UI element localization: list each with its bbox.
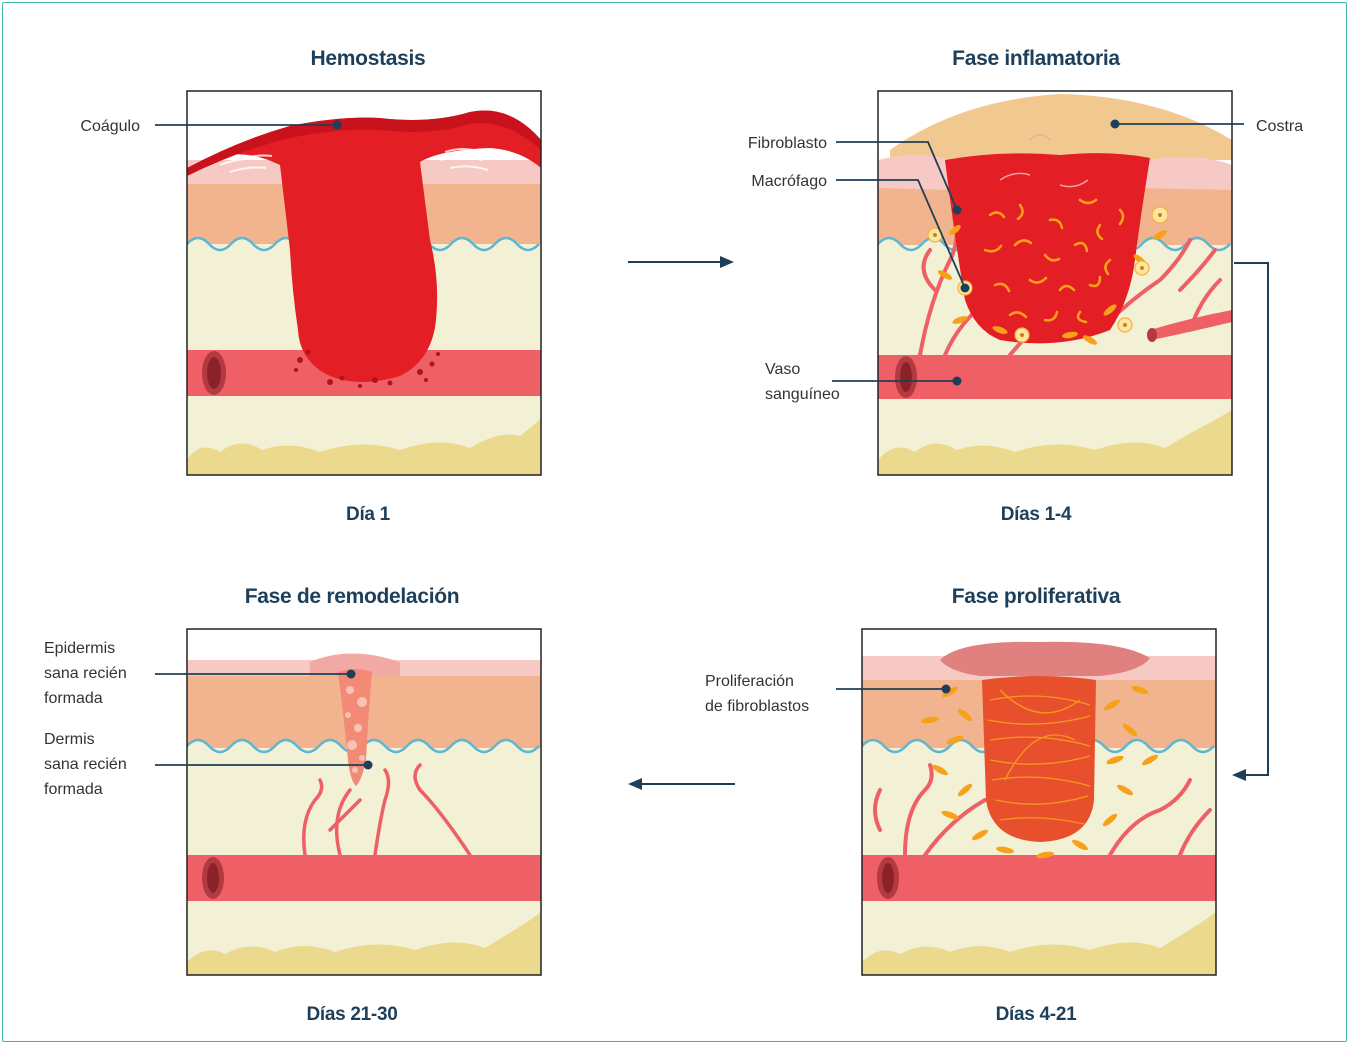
label-dermis-3: formada <box>44 781 103 798</box>
day-label: Día 1 <box>346 504 391 525</box>
label-scab: Costra <box>1256 118 1303 135</box>
arrow-proliferative-to-remodeling <box>628 778 735 790</box>
panel-inflammatory: Fase inflamatoria <box>748 47 1303 525</box>
panel-remodeling: Fase de remodelación <box>44 585 541 1025</box>
label-dermis: Dermis <box>44 731 95 748</box>
label-dermis-2: sana recién <box>44 756 127 773</box>
label-macrophage: Macrófago <box>751 173 827 190</box>
day-label: Días 21-30 <box>306 1004 397 1025</box>
label-epidermis: Epidermis <box>44 640 115 657</box>
label-epidermis-2: sana recién <box>44 665 127 682</box>
label-vessel: Vaso <box>765 361 800 378</box>
label-epidermis-3: formada <box>44 690 103 707</box>
panel-title: Hemostasis <box>311 47 426 70</box>
blood-vessel <box>878 355 1232 399</box>
arrow-hemostasis-to-inflammatory <box>628 256 734 268</box>
label-clot: Coágulo <box>80 118 140 135</box>
panel-proliferative: Fase proliferativa <box>705 585 1216 1025</box>
leader-dot <box>333 121 342 130</box>
label-fibroblast-proliferation-2: de fibroblastos <box>705 698 809 715</box>
arrow-inflammatory-to-proliferative <box>1232 263 1268 781</box>
label-fibroblast-proliferation: Proliferación <box>705 673 794 690</box>
panel-title: Fase proliferativa <box>952 585 1121 608</box>
day-label: Días 1-4 <box>1001 504 1072 525</box>
label-fibroblast: Fibroblasto <box>748 135 827 152</box>
label-vessel-2: sanguíneo <box>765 386 840 403</box>
scab <box>940 642 1150 676</box>
day-label: Días 4-21 <box>996 1004 1077 1025</box>
panel-title: Fase de remodelación <box>245 585 460 608</box>
panel-hemostasis: Hemostasis Coág <box>80 47 541 525</box>
panel-title: Fase inflamatoria <box>952 47 1120 70</box>
